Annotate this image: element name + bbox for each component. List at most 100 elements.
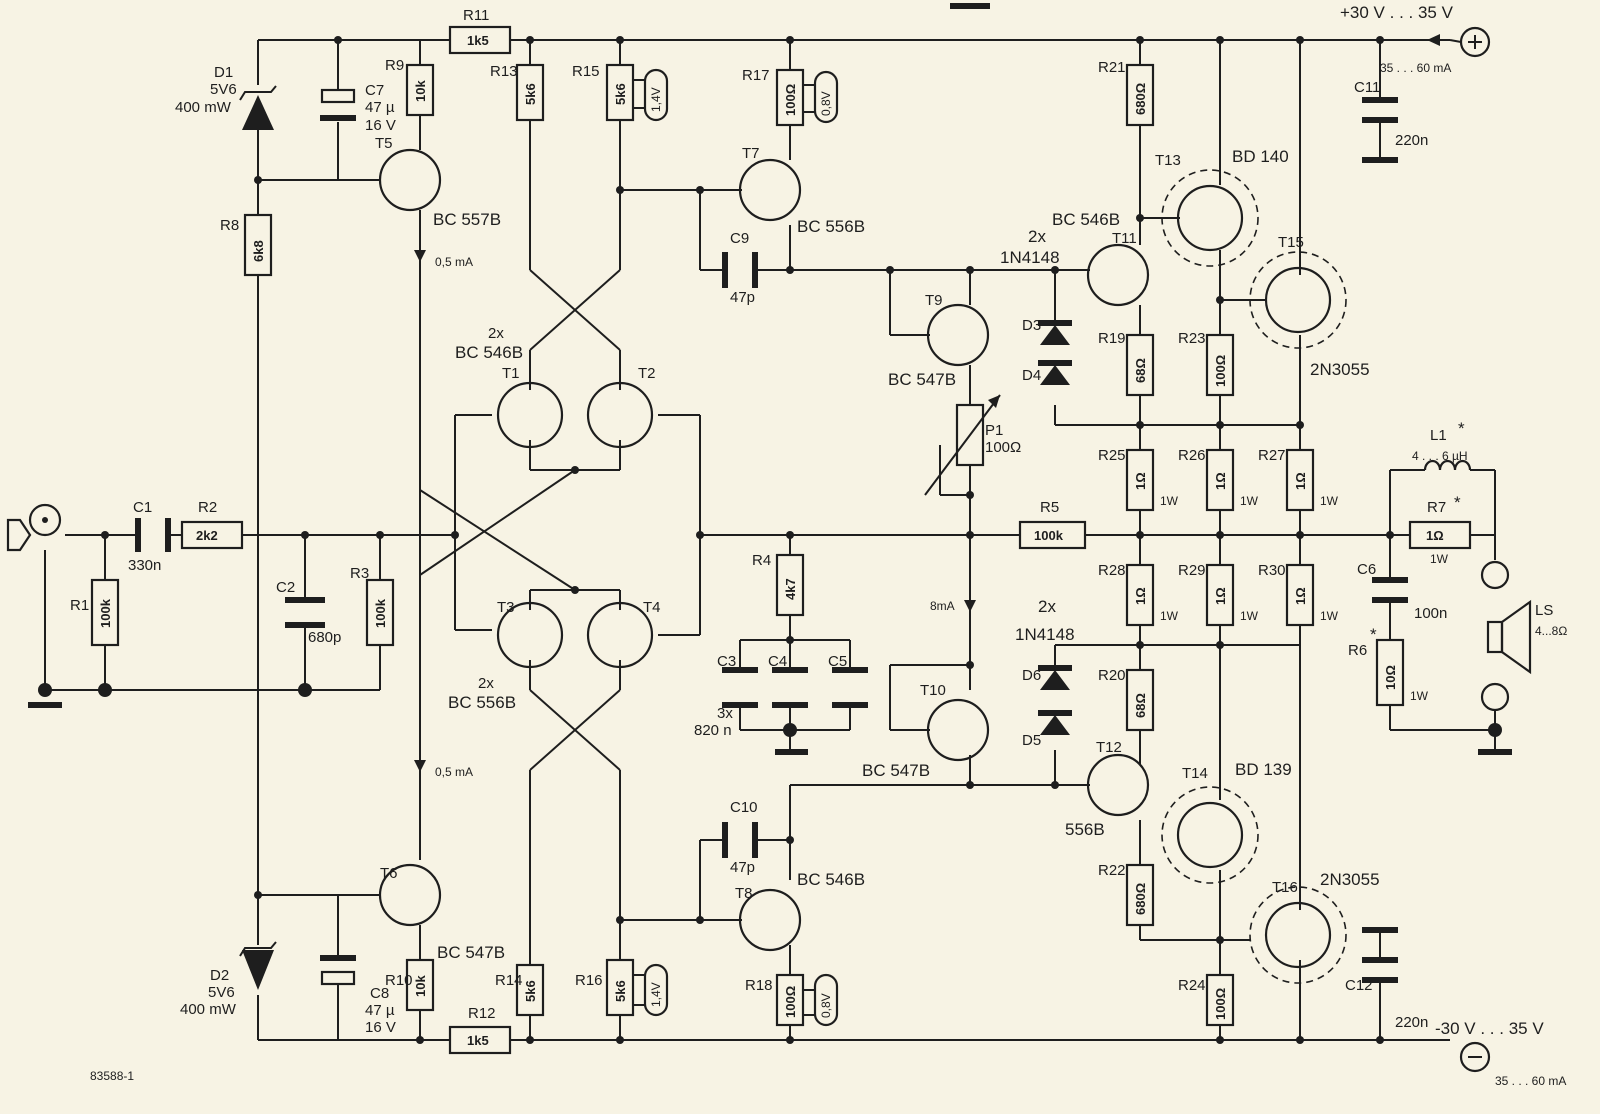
d3-ref: D3 [1022, 317, 1041, 334]
r8-value: 6k8 [251, 240, 266, 262]
r25-value: 1Ω [1133, 472, 1148, 490]
labels: +30 V . . . 35 V 35 . . . 60 mA -30 V . … [70, 3, 1567, 1088]
r12-value: 1k5 [467, 1033, 489, 1048]
p1-ref: P1 [985, 422, 1003, 439]
d2-value: 5V6 [208, 984, 235, 1001]
c10-ref: C10 [730, 799, 758, 816]
t9-type: BC 547B [888, 370, 956, 389]
r29-value: 1Ω [1213, 587, 1228, 605]
t16-type: 2N3055 [1320, 870, 1380, 889]
c1-ref: C1 [133, 499, 152, 516]
t6-type: BC 547B [437, 943, 505, 962]
r11-ref: R11 [463, 7, 489, 24]
r4-ref: R4 [752, 552, 771, 569]
t14-ref: T14 [1182, 765, 1208, 782]
r28-ref: R28 [1098, 562, 1126, 579]
r20-ref: R20 [1098, 667, 1126, 684]
c6-ref: C6 [1357, 561, 1376, 578]
supply-negative-current: 35 . . . 60 mA [1495, 1074, 1566, 1088]
ls-value: 4...8Ω [1535, 624, 1567, 638]
d1-value: 5V6 [210, 81, 237, 98]
r24-ref: R24 [1178, 977, 1206, 994]
t4-type: BC 556B [448, 693, 516, 712]
l1-value: 4 . . . 6 µH [1412, 449, 1468, 463]
transistors [378, 148, 1347, 984]
r2-value: 2k2 [196, 528, 218, 543]
r9-ref: R9 [385, 57, 404, 74]
r26-ref: R26 [1178, 447, 1206, 464]
t8-ref: T8 [735, 885, 753, 902]
r22-ref: R22 [1098, 862, 1126, 879]
r2-ref: R2 [198, 499, 217, 516]
r19-ref: R19 [1098, 330, 1126, 347]
c12-value: 220n [1395, 1014, 1428, 1031]
t11-ref: T11 [1112, 230, 1137, 247]
supply-positive-voltage: +30 V . . . 35 V [1340, 3, 1454, 22]
t5-ref: T5 [375, 135, 393, 152]
c6-value: 100n [1414, 605, 1447, 622]
r13-ref: R13 [490, 63, 518, 80]
t2-type: BC 546B [455, 343, 523, 362]
r22-value: 680Ω [1133, 883, 1148, 915]
r14-ref: R14 [495, 972, 523, 989]
supply-negative-voltage: -30 V . . . 35 V [1435, 1019, 1544, 1038]
c9-value: 47p [730, 289, 755, 306]
r18-ref: R18 [745, 977, 773, 994]
r23-value: 100Ω [1213, 355, 1228, 387]
r7-rating: 1W [1430, 552, 1449, 566]
r30-ref: R30 [1258, 562, 1286, 579]
t6-current: 0,5 mA [435, 765, 473, 779]
figure-id: 83588-1 [90, 1069, 134, 1083]
r7-ref: R7 [1427, 499, 1446, 516]
supply-positive-current: 35 . . . 60 mA [1380, 61, 1451, 75]
t15-ref: T15 [1278, 234, 1304, 251]
r26-value: 1Ω [1213, 472, 1228, 490]
terminals [6, 26, 1491, 1073]
t7-ref: T7 [742, 145, 760, 162]
r12-ref: R12 [468, 1005, 496, 1022]
t13-type: BD 140 [1232, 147, 1289, 166]
r18-voltage: 0,8V [819, 993, 833, 1018]
d3-group: 2x [1028, 227, 1046, 246]
r6-mark: * [1370, 625, 1377, 644]
current-arrows [414, 250, 976, 772]
c12-ref: C12 [1345, 977, 1373, 994]
t2-ref: T2 [638, 365, 656, 382]
c3-value: 3x [717, 705, 733, 722]
r29-ref: R29 [1178, 562, 1206, 579]
t1-ref: T1 [502, 365, 520, 382]
c8-voltage: 16 V [365, 1019, 396, 1036]
d1-ref: D1 [214, 64, 233, 81]
capacitors [135, 88, 1408, 986]
t12-ref: T12 [1096, 739, 1122, 756]
c8-ref: C8 [370, 985, 389, 1002]
r3-value: 100k [373, 598, 388, 628]
ground-symbols [28, 3, 1512, 755]
t4-ref: T4 [643, 599, 661, 616]
c5-ref: C5 [828, 653, 847, 670]
r4-value: 4k7 [783, 578, 798, 600]
r7-mark: * [1454, 493, 1461, 512]
d2-power: 400 mW [180, 1001, 237, 1018]
r6-rating: 1W [1410, 689, 1429, 703]
pot-and-voltage-markers [633, 68, 1001, 1027]
r21-value: 680Ω [1133, 83, 1148, 115]
t16-ref: T16 [1272, 879, 1298, 896]
t12-type: 556B [1065, 820, 1105, 839]
r17-voltage: 0,8V [819, 91, 833, 116]
c3-ref: C3 [717, 653, 736, 670]
p1-value: 100Ω [985, 439, 1021, 456]
d4-ref: D4 [1022, 367, 1041, 384]
c4-ref: C4 [768, 653, 787, 670]
r28-rating: 1W [1160, 609, 1179, 623]
r17-ref: R17 [742, 67, 770, 84]
r11-value: 1k5 [467, 33, 489, 48]
r27-value: 1Ω [1293, 472, 1308, 490]
t9-ref: T9 [925, 292, 943, 309]
c10-value: 47p [730, 859, 755, 876]
r1-ref: R1 [70, 597, 89, 614]
t5-type: BC 557B [433, 210, 501, 229]
t11-type: BC 546B [1052, 210, 1120, 229]
c7-ref: C7 [365, 82, 384, 99]
r9-value: 10k [413, 80, 428, 102]
